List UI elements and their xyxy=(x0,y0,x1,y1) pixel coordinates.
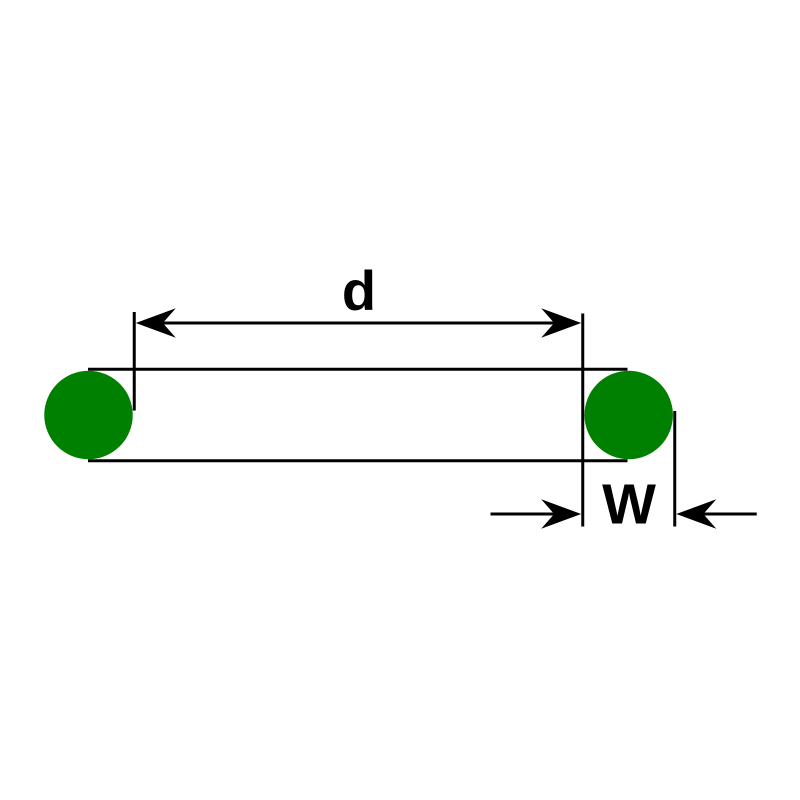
svg-text:W: W xyxy=(602,473,656,537)
svg-text:d: d xyxy=(342,259,376,322)
